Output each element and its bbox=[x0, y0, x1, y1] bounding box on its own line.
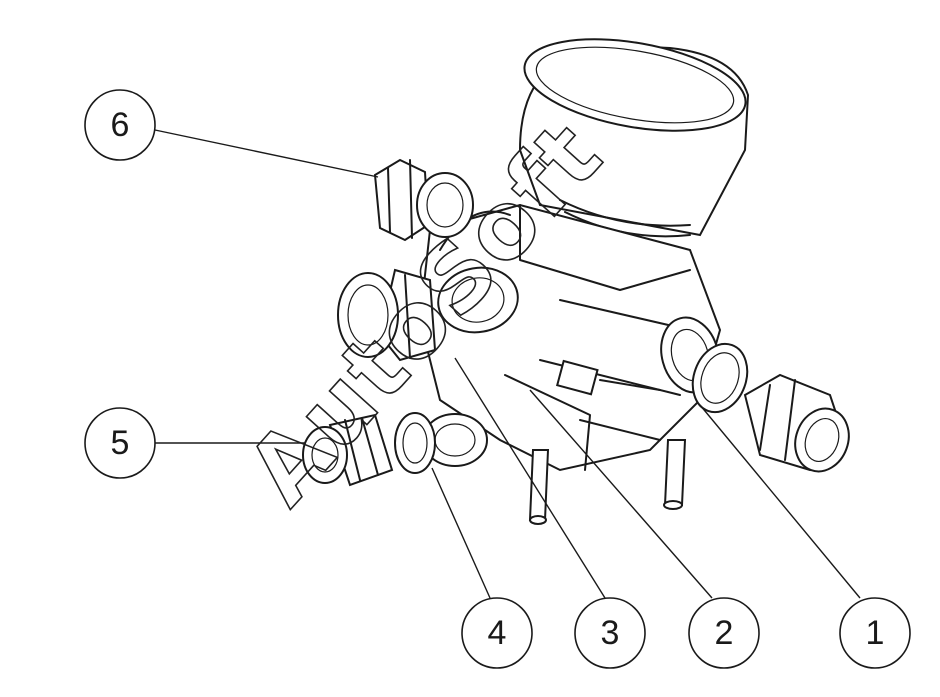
body-ports bbox=[422, 266, 519, 467]
callout-5: 5 bbox=[84, 407, 156, 479]
callout-4: 4 bbox=[461, 597, 533, 669]
leader-1 bbox=[699, 404, 861, 599]
callout-6-label: 6 bbox=[111, 106, 130, 144]
callout-1: 1 bbox=[839, 597, 911, 669]
part-5-fitting bbox=[302, 413, 394, 487]
callout-3-label: 3 bbox=[601, 614, 620, 652]
callout-5-label: 5 bbox=[111, 424, 130, 462]
right-fitting bbox=[743, 373, 850, 473]
callout-1-label: 1 bbox=[866, 614, 885, 652]
leader-6 bbox=[154, 129, 379, 178]
part-1-seal-ring bbox=[691, 342, 749, 414]
callout-3: 3 bbox=[574, 597, 646, 669]
leader-2 bbox=[529, 389, 713, 599]
valve-dome bbox=[518, 38, 750, 238]
mounting-pins bbox=[528, 439, 687, 525]
part-4-seal-ring bbox=[394, 412, 436, 474]
left-front-fitting bbox=[337, 268, 437, 362]
valve-assembly-drawing bbox=[302, 38, 850, 525]
callout-6: 6 bbox=[84, 89, 156, 161]
callout-2: 2 bbox=[688, 597, 760, 669]
callout-4-label: 4 bbox=[488, 614, 507, 652]
callout-2-label: 2 bbox=[715, 614, 734, 652]
part-6-fitting bbox=[373, 158, 474, 242]
leader-4 bbox=[431, 467, 491, 599]
leader-lines bbox=[154, 129, 861, 599]
leader-3 bbox=[454, 357, 606, 599]
